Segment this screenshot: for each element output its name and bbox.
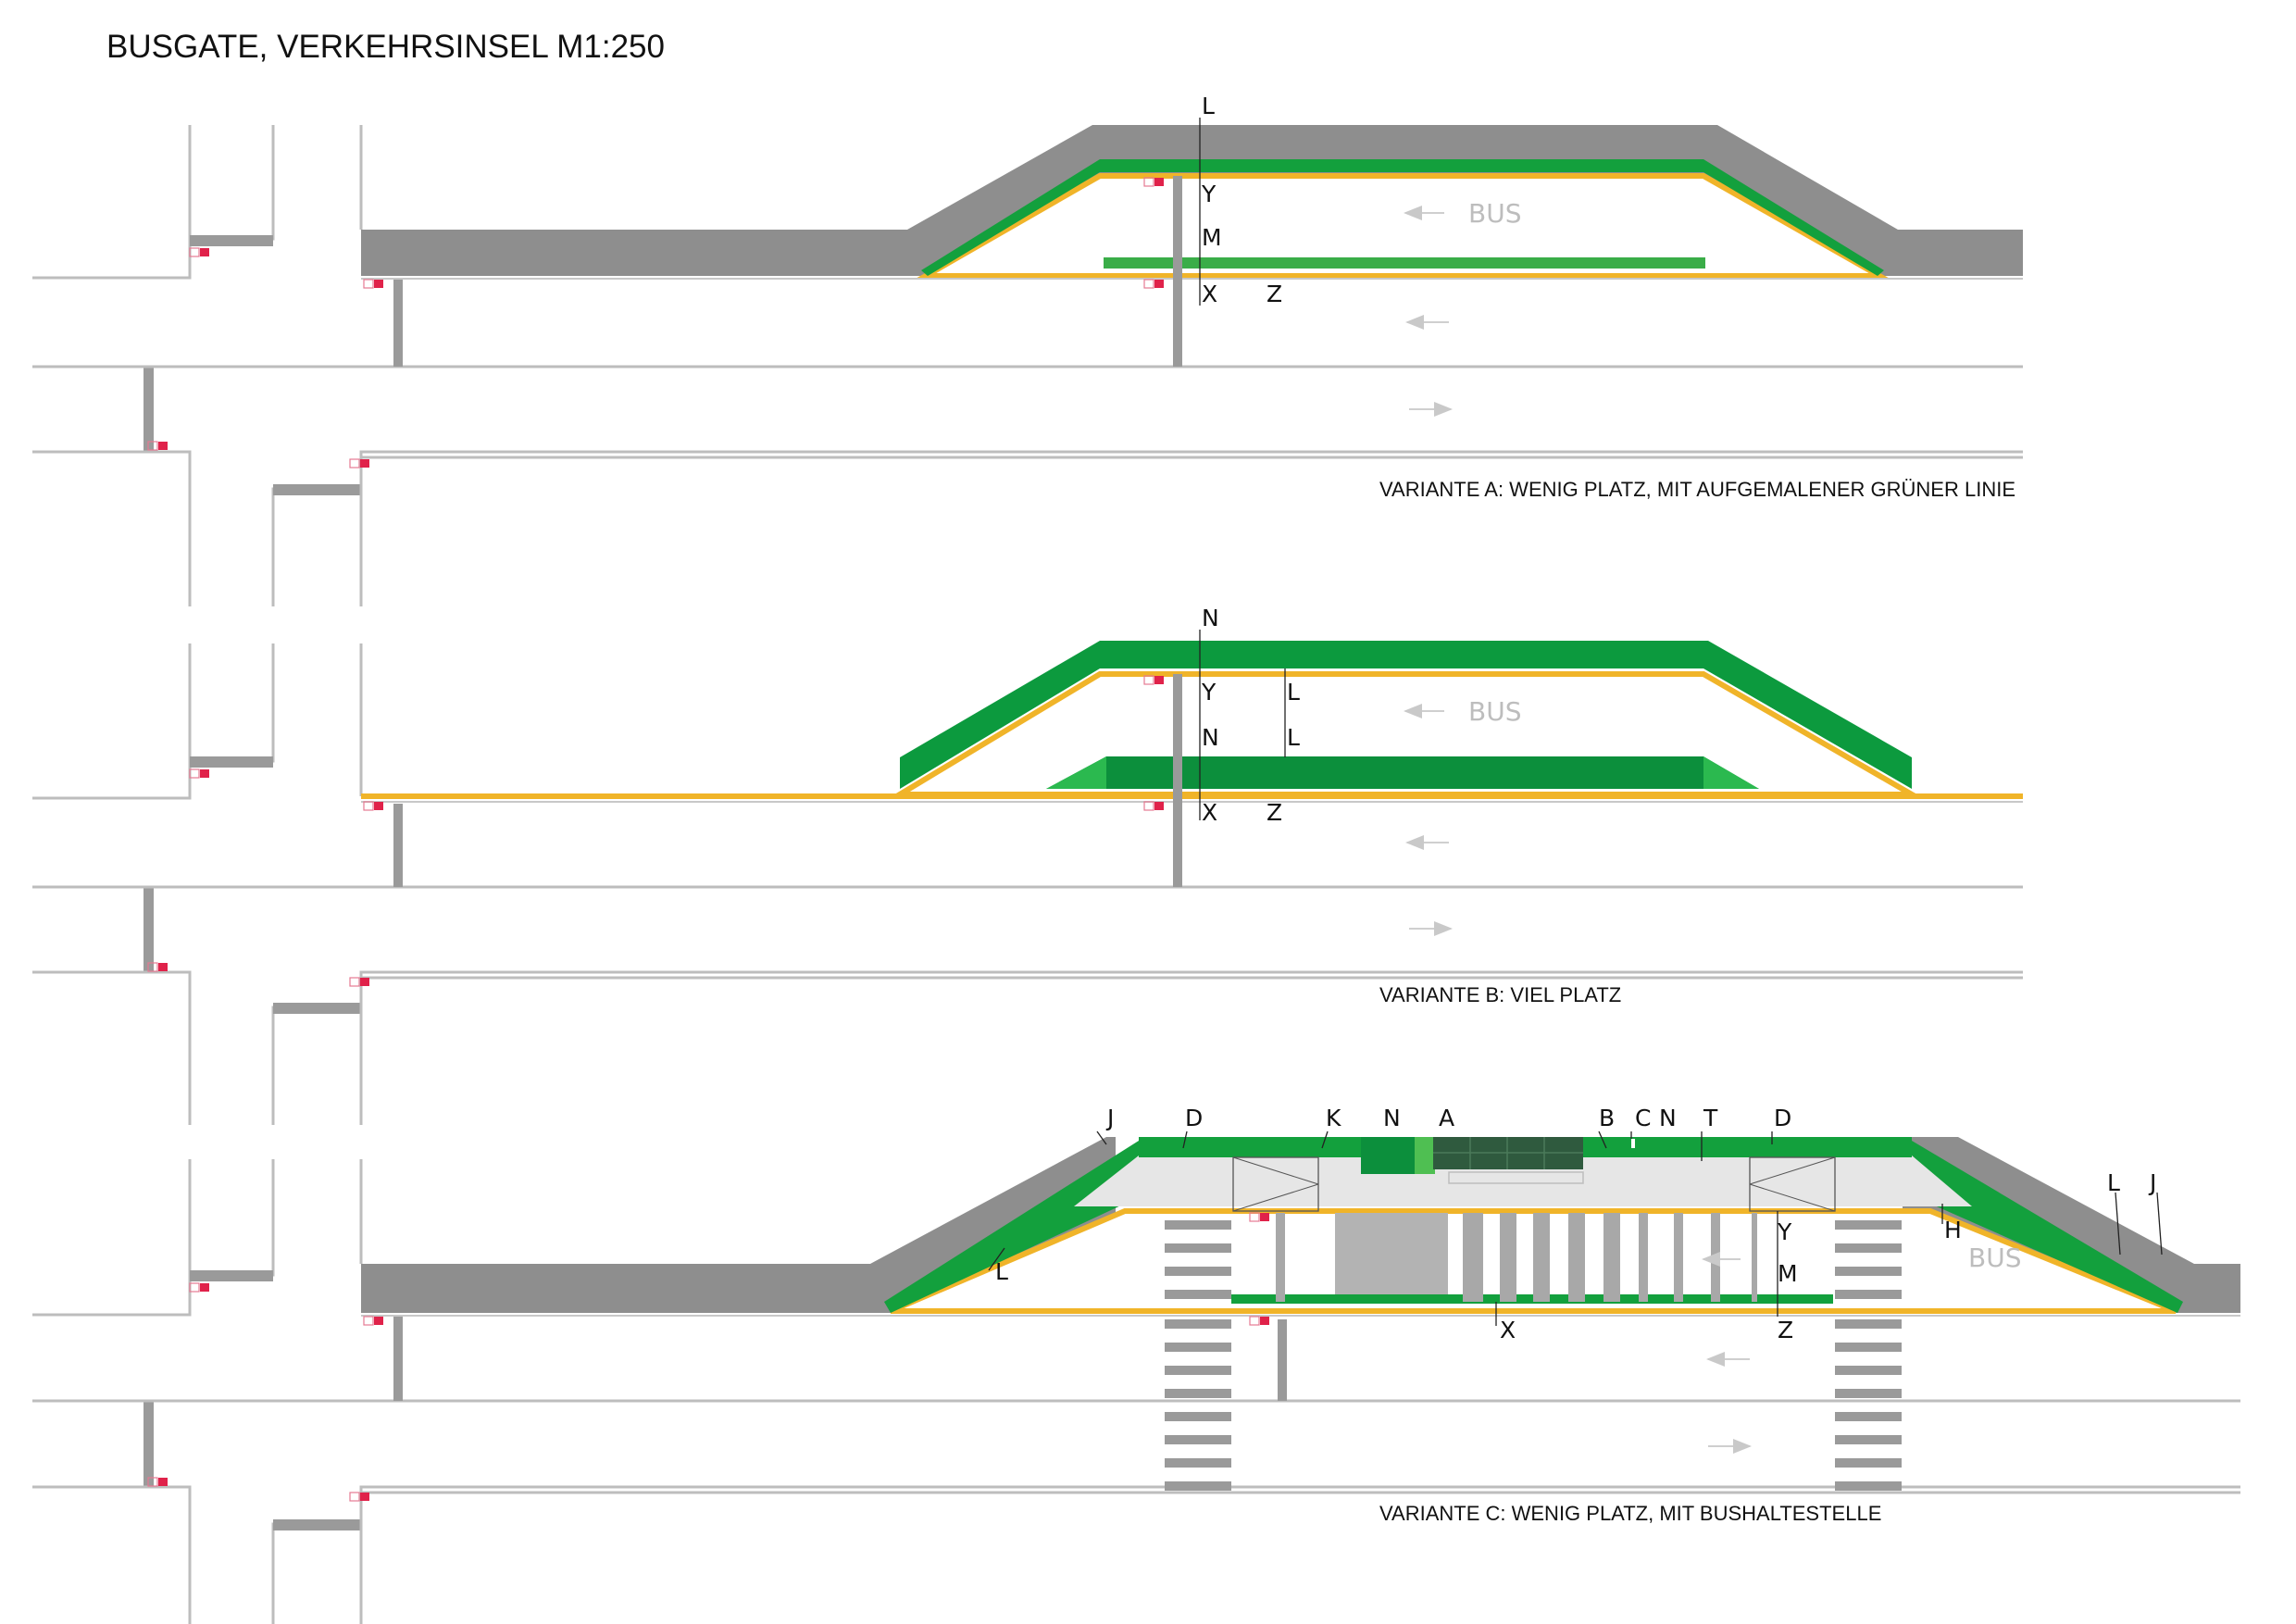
asphalt-roadway — [361, 1137, 1116, 1313]
label-b: B — [1599, 1105, 1615, 1131]
label-z: Z — [1267, 281, 1282, 307]
variant-b-caption: VARIANTE B: VIEL PLATZ — [1379, 983, 1621, 1006]
label-y: Y — [1201, 679, 1217, 706]
green-island-core — [1046, 756, 1759, 789]
bus-lane-label: BUS — [1468, 198, 1521, 229]
label-a: A — [1439, 1105, 1454, 1131]
label-t: T — [1703, 1105, 1718, 1131]
label-n: N — [1202, 724, 1219, 751]
label-l: L — [995, 1258, 1008, 1285]
label-x: X — [1202, 281, 1217, 307]
label-l: L — [1202, 93, 1215, 119]
variant-b: N Y L N L X Z BUS VARIANTE B: VIEL PLATZ — [32, 605, 2023, 1125]
label-j: J — [2148, 1169, 2156, 1196]
label-y: Y — [1777, 1218, 1792, 1245]
label-l: L — [2107, 1169, 2120, 1196]
label-d: D — [1774, 1105, 1791, 1131]
label-j: J — [1105, 1105, 1114, 1131]
label-z: Z — [1267, 799, 1282, 826]
label-l: L — [1287, 724, 1300, 751]
label-x: X — [1500, 1317, 1516, 1343]
label-n: N — [1659, 1105, 1677, 1131]
label-l: L — [1287, 679, 1300, 706]
variant-c-caption: VARIANTE C: WENIG PLATZ, MIT BUSHALTESTE… — [1379, 1502, 1881, 1525]
street-network-left — [32, 125, 2023, 606]
street-network-left — [32, 643, 2023, 1125]
label-y: Y — [1201, 181, 1217, 207]
label-c: C — [1635, 1105, 1651, 1131]
variant-a: L Y M X Z BUS VARIANTE A: WENIG PLATZ, M… — [32, 93, 2023, 606]
zebra-crossing-right[interactable] — [1835, 1220, 1902, 1491]
street-network-left — [32, 1159, 2240, 1624]
label-n: N — [1383, 1105, 1401, 1131]
gate-pole — [1173, 674, 1182, 887]
label-m: M — [1202, 224, 1222, 251]
variant-a-caption: VARIANTE A: WENIG PLATZ, MIT AUFGEMALENE… — [1379, 478, 2015, 501]
label-d: D — [1185, 1105, 1203, 1131]
label-z: Z — [1778, 1317, 1793, 1343]
zebra-crossing-left[interactable] — [1165, 1220, 1231, 1491]
bus-stop-platform — [1074, 1156, 1972, 1206]
label-n: N — [1202, 605, 1219, 631]
traffic-island — [915, 173, 1890, 279]
green-painted-line — [1104, 257, 1705, 269]
bus-lane-label: BUS — [1968, 1243, 2021, 1273]
label-x: X — [1202, 799, 1217, 826]
label-m: M — [1778, 1260, 1798, 1287]
bus-bay — [1335, 1213, 1448, 1302]
variant-c: J D K N A B C N T D L J Y H M L X Z BUS … — [32, 1105, 2240, 1624]
label-h: H — [1944, 1217, 1962, 1243]
gate-pole — [1173, 176, 1182, 367]
bus-lane-label: BUS — [1468, 696, 1521, 727]
page-title: BUSGATE, VERKEHRSINSEL M1:250 — [106, 29, 665, 65]
label-k: K — [1326, 1105, 1341, 1131]
